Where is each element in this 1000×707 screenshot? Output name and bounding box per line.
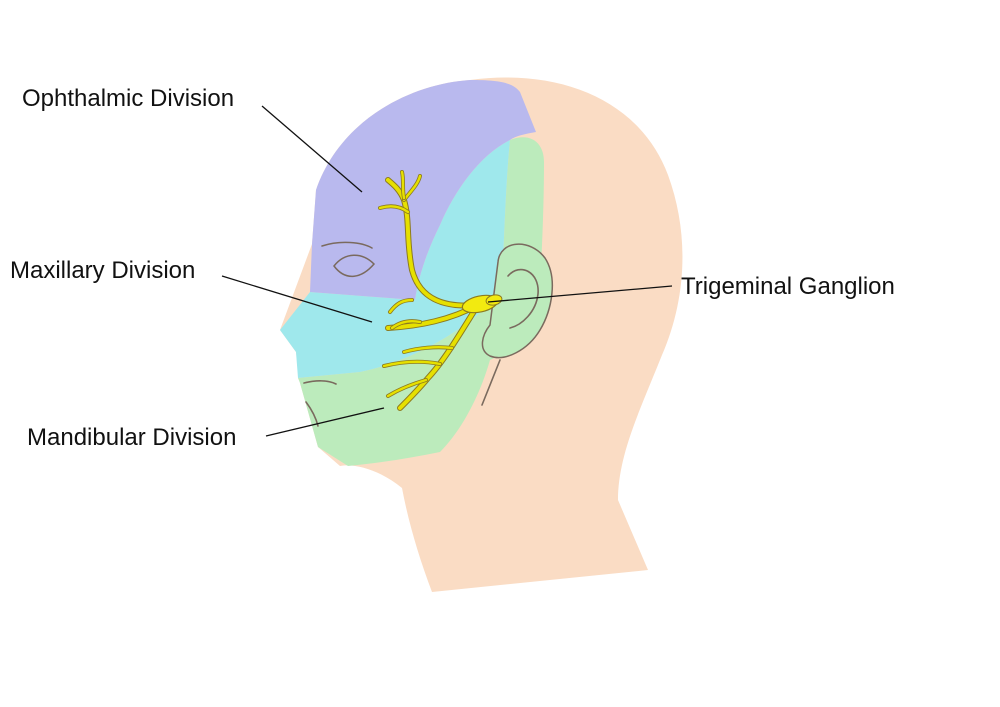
trigeminal-nerve-icon [378,170,503,411]
maxillary-leader-line [221,275,373,323]
mandibular-division-label: Mandibular Division [27,424,236,451]
ear-inner-fold [507,268,539,329]
trigeminal-ganglion-label: Trigeminal Ganglion [681,273,895,300]
eyebrow [321,241,373,249]
ganglion-leader-line [487,285,673,303]
neck-shadow-line [481,359,501,406]
mandibular-leader-line [265,407,385,437]
mouth-line [303,380,337,385]
maxillary-division-label: Maxillary Division [10,257,195,284]
eye [333,254,376,277]
ophthalmic-division-label: Ophthalmic Division [22,85,234,112]
mandibular-region [298,137,544,466]
ear [481,243,553,359]
ophthalmic-leader-line [261,105,363,193]
